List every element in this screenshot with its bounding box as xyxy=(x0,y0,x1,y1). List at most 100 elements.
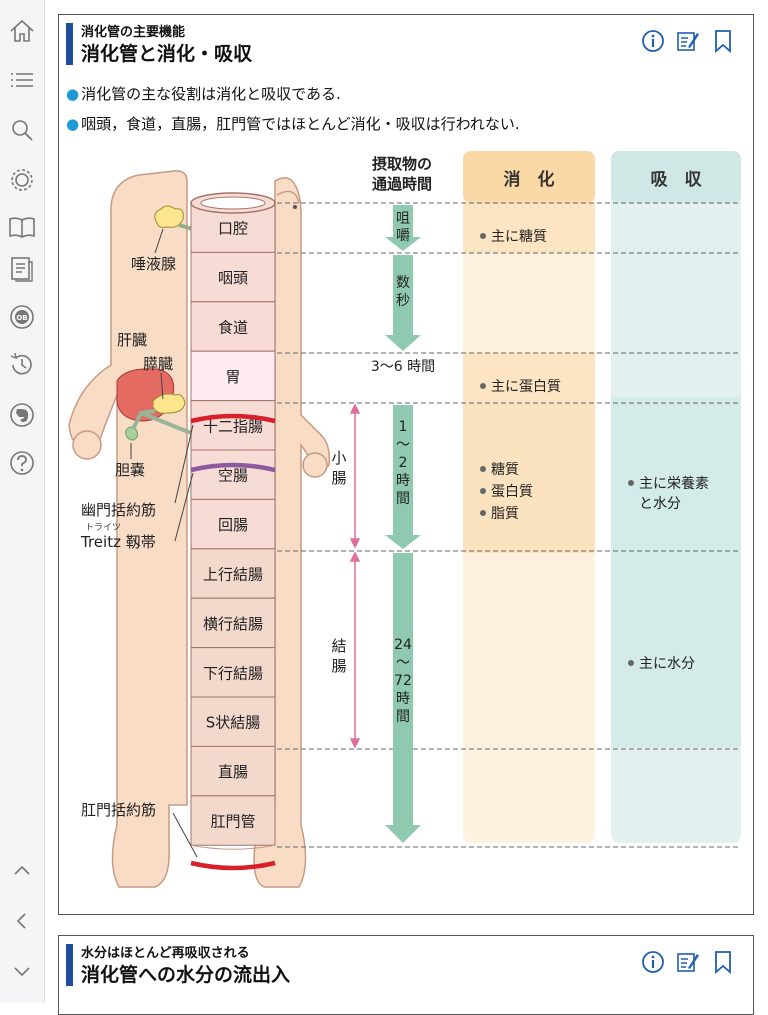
section-brackets xyxy=(349,403,361,749)
info-icon[interactable] xyxy=(641,950,665,974)
label-liver: 肝臓 xyxy=(117,331,147,349)
history-icon[interactable] xyxy=(7,350,37,380)
tract-segment xyxy=(190,301,276,352)
pancreas-icon xyxy=(152,393,186,414)
arrow-small-intestine xyxy=(385,405,421,549)
absorption-note-small-2: と水分 xyxy=(639,496,681,512)
tract-segment xyxy=(190,696,276,747)
chevron-left-icon[interactable] xyxy=(7,906,37,936)
right-hand xyxy=(302,452,328,478)
section-subtitle: 消化管の主要機能 xyxy=(81,25,186,40)
bullet-item: ●消化管の主な役割は消化と吸収である. xyxy=(66,85,341,103)
digestion-note-stomach: 主に蛋白質 xyxy=(491,379,561,395)
label-salivary: 唾液腺 xyxy=(131,255,176,273)
label-anal-sphincter: 肛門括約筋 xyxy=(81,801,156,819)
digestion-note-carb: 糖質 xyxy=(491,462,519,478)
bookmark-icon[interactable] xyxy=(711,29,735,53)
time-chew-1: 咀 xyxy=(396,211,410,227)
digestion-stomach-band xyxy=(463,353,595,403)
tract-segment xyxy=(190,251,276,303)
section-accent-bar xyxy=(66,944,73,986)
treitz-ligament-line xyxy=(190,462,276,473)
time-large-1: 24 xyxy=(394,637,412,653)
time-chew-2: 嚼 xyxy=(396,228,410,244)
memo-icon[interactable] xyxy=(676,29,700,53)
tract-opening xyxy=(200,196,266,210)
time-small-2: 〜 xyxy=(396,437,410,453)
small-intestine-label-1: 小 xyxy=(331,449,346,467)
bullet-dot-icon: ● xyxy=(66,115,80,133)
section-subtitle: 水分はほとんど再吸収される xyxy=(81,946,250,961)
tract-segment-label: 十二指腸 xyxy=(203,417,263,435)
absorption-note-small-1: 主に栄養素 xyxy=(639,475,709,492)
settings-icon[interactable] xyxy=(7,165,37,195)
chevron-down-icon[interactable] xyxy=(7,956,37,986)
time-large-4: 時 xyxy=(396,691,410,707)
tract-segment xyxy=(190,350,276,402)
search-icon[interactable] xyxy=(7,115,37,145)
label-treitz-ruby: トライツ xyxy=(85,522,121,533)
arrow-chew xyxy=(385,205,421,251)
digestion-note-protein: 蛋白質 xyxy=(491,484,533,500)
digestion-header-label: 消 化 xyxy=(504,169,555,190)
tract-segment xyxy=(190,647,276,698)
time-seconds-1: 数 xyxy=(396,275,410,291)
list-icon[interactable] xyxy=(7,65,37,95)
large-intestine-label-1: 結 xyxy=(331,637,346,655)
evernote-icon[interactable] xyxy=(7,400,37,430)
info-icon[interactable] xyxy=(641,29,665,53)
tract-segment-label: 胃 xyxy=(225,368,240,386)
digestion-oral-band xyxy=(463,203,595,253)
book-icon[interactable] xyxy=(7,212,37,242)
time-header-line1: 摂取物の xyxy=(372,155,432,173)
absorption-header-label: 吸 収 xyxy=(651,170,703,190)
time-stomach: 3〜6 時間 xyxy=(371,359,435,375)
ob-icon[interactable]: OB xyxy=(7,302,37,332)
time-header-line2: 通過時間 xyxy=(372,175,432,193)
sidebar: OB xyxy=(0,0,45,1003)
section-title: 消化管と消化・吸収 xyxy=(81,43,253,65)
arrow-large-intestine xyxy=(385,553,421,843)
tract-segment-divider xyxy=(190,844,276,850)
label-treitz: Treitz 靱帯 xyxy=(80,533,156,551)
section-card: 水分はほとんど再吸収される 消化管への水分の流出入 xyxy=(58,935,754,1015)
face-detail xyxy=(276,190,300,204)
tract-segment-label: 咽頭 xyxy=(218,269,248,287)
section-accent-bar xyxy=(66,23,73,65)
time-small-4: 時 xyxy=(396,473,410,489)
tract-segment-label: 肛門管 xyxy=(210,813,255,831)
tract-segment xyxy=(190,795,276,846)
label-gallbladder: 胆嚢 xyxy=(115,461,145,479)
notes-icon[interactable] xyxy=(7,254,37,284)
large-intestine-label-2: 腸 xyxy=(331,657,346,675)
digestion-small-intestine-band xyxy=(463,397,595,553)
section-actions xyxy=(641,29,735,53)
absorption-note-large: 主に水分 xyxy=(639,656,695,672)
digestion-note-fat: 脂質 xyxy=(491,506,519,522)
tract-segment-label: 横行結腸 xyxy=(203,615,263,633)
tract-segment-label: 直腸 xyxy=(218,763,248,781)
digestive-tract-diagram: 消 化 吸 収 摂取物の 通過時間 口腔咽頭食道胃十二指腸空腸回腸上行結腸横行結… xyxy=(68,151,741,888)
digestion-notes: 主に糖質 主に蛋白質 糖質 蛋白質 脂質 xyxy=(480,229,561,522)
segment-guides xyxy=(277,202,741,848)
transit-arrows xyxy=(385,205,421,843)
salivary-gland-icon xyxy=(154,205,184,228)
absorption-header xyxy=(611,151,741,203)
tract-segment-label: 食道 xyxy=(218,319,248,337)
home-icon[interactable] xyxy=(7,16,37,46)
small-intestine-label-2: 腸 xyxy=(331,469,346,487)
help-icon[interactable] xyxy=(7,448,37,478)
label-pylorus: 幽門括約筋 xyxy=(81,501,156,519)
arrow-pharynx xyxy=(385,255,421,351)
tract-segment xyxy=(190,449,276,500)
bookmark-icon[interactable] xyxy=(711,950,735,974)
chevron-up-icon[interactable] xyxy=(7,856,37,886)
eye-icon xyxy=(293,205,297,209)
absorption-notes: 主に栄養素 と水分 主に水分 xyxy=(628,475,709,672)
pyloric-sphincter-line xyxy=(190,413,276,424)
time-small-1: 1 xyxy=(399,419,408,435)
memo-icon[interactable] xyxy=(676,950,700,974)
svg-text:OB: OB xyxy=(16,314,27,322)
tract-segment-label: 口腔 xyxy=(218,220,248,238)
